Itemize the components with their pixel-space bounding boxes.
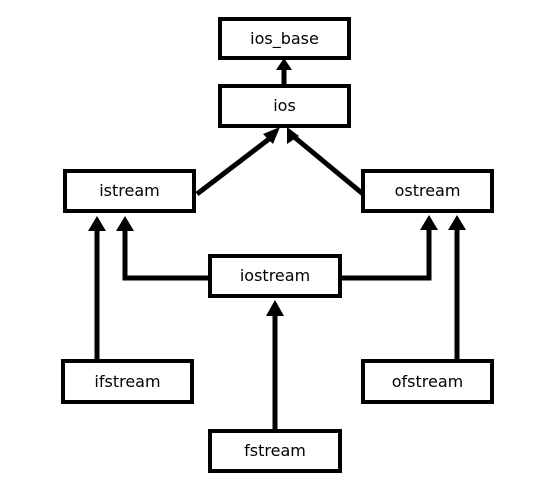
node-box-fstream [208,429,342,473]
arrowhead-ios_base [276,58,292,70]
node-box-istream [63,169,196,213]
node-box-ifstream [61,359,194,404]
arrowhead-istream-iostream [116,216,134,231]
node-istream: istream [63,169,196,213]
node-label-fstream: fstream [244,441,306,460]
node-box-ofstream [361,359,494,404]
node-ifstream: ifstream [61,359,194,404]
node-label-ofstream: ofstream [392,372,464,391]
class-nodes: ios_base ios istream ostream iostream if… [61,17,494,473]
node-ofstream: ofstream [361,359,494,404]
arrowhead-iostream [266,300,284,316]
node-label-ios_base: ios_base [250,29,319,49]
node-label-istream: istream [99,181,160,200]
arrowhead-ios-right [287,127,299,144]
arrowhead-istream-ifstream [88,216,106,231]
node-box-iostream [208,254,342,298]
edge-iostream-to-ostream [340,225,432,281]
node-label-ostream: ostream [395,181,461,200]
inheritance-edges [94,66,460,431]
node-label-iostream: iostream [240,266,310,285]
arrowhead-ostream-ofstream [448,215,466,230]
inheritance-arrowheads [88,58,466,316]
node-label-ifstream: ifstream [94,372,160,391]
node-ostream: ostream [361,169,494,213]
node-box-ios_base [218,17,351,60]
edge-iostream-to-istream [122,226,210,281]
node-box-ostream [361,169,494,213]
arrowhead-ios-left [263,127,280,144]
arrowhead-ostream-iostream [420,215,438,230]
node-ios_base: ios_base [218,17,351,60]
node-ios: ios [218,84,351,128]
node-fstream: fstream [208,429,342,473]
node-box-ios [218,84,351,128]
node-label-ios: ios [273,96,296,115]
node-iostream: iostream [208,254,342,298]
edge-ostream-to-ios [291,134,365,196]
edge-istream-to-ios [195,134,275,196]
